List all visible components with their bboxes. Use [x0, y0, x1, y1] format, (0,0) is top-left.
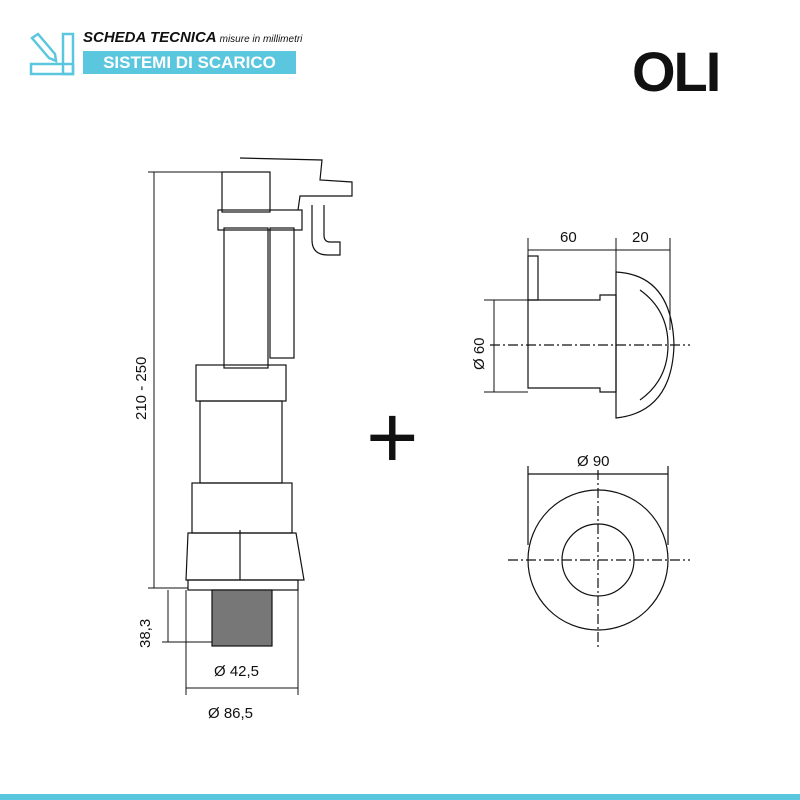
flush-valve-drawing	[185, 157, 353, 647]
title-text: SCHEDA TECNICA	[83, 29, 217, 46]
depth-label: 60	[560, 229, 577, 246]
bottom-accent-bar	[0, 794, 800, 800]
button-dimensions	[484, 238, 671, 393]
cap-depth-label: 20	[632, 229, 649, 246]
body-diameter-label: Ø 60	[471, 337, 488, 370]
push-button-front-view	[508, 466, 690, 650]
base-diameter-label: Ø 86,5	[208, 705, 253, 722]
brand-logo: OLI	[632, 40, 721, 103]
plus-sign: +	[366, 388, 419, 488]
ruler-pencil-icon	[29, 32, 75, 76]
thread-height-label: 38,3	[137, 619, 154, 648]
cap-diameter-label: Ø 90	[577, 453, 610, 470]
valve-height-label: 210 - 250	[133, 357, 150, 420]
thread-diameter-label: Ø 42,5	[214, 663, 259, 680]
units-note: misure in millimetri	[219, 34, 303, 45]
valve-dimensions	[148, 171, 299, 695]
push-button-side-view	[490, 255, 690, 419]
category-banner: SISTEMI DI SCARICO	[83, 51, 296, 74]
